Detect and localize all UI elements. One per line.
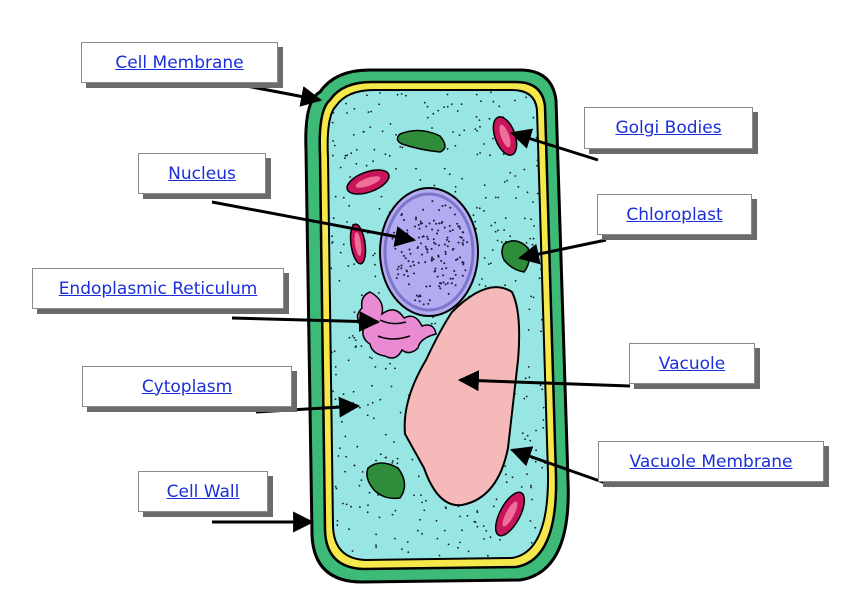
- label-endoplasmic-reticulum[interactable]: Endoplasmic Reticulum: [32, 268, 284, 309]
- arrow-cytoplasm: [255, 396, 361, 418]
- label-chloroplast[interactable]: Chloroplast: [597, 194, 752, 235]
- label-vacuole-membrane-text: Vacuole Membrane: [629, 451, 793, 472]
- chloroplast-3: [366, 462, 406, 500]
- label-cytoplasm-text: Cytoplasm: [141, 376, 233, 397]
- label-vacuole-text: Vacuole: [658, 353, 726, 374]
- arrow-vacuole: [457, 370, 631, 392]
- arrow-nucleus: [211, 200, 417, 247]
- label-nucleus-text: Nucleus: [168, 163, 236, 184]
- nucleolus-granules: [391, 200, 469, 306]
- vacuole: [403, 286, 521, 507]
- arrow-chloroplast: [517, 238, 607, 265]
- golgi-body-4: [494, 491, 526, 537]
- chloroplast-1: [396, 129, 446, 153]
- label-nucleus[interactable]: Nucleus: [138, 153, 266, 194]
- arrow-golgi-bodies: [509, 128, 599, 162]
- label-endoplasmic-reticulum-text: Endoplasmic Reticulum: [58, 278, 258, 299]
- label-cytoplasm[interactable]: Cytoplasm: [82, 366, 292, 407]
- arrow-endoplasmic-reticulum: [231, 310, 381, 332]
- label-vacuole[interactable]: Vacuole: [629, 343, 755, 384]
- label-cell-wall-text: Cell Wall: [166, 481, 240, 502]
- arrow-vacuole-membrane: [510, 446, 615, 488]
- nucleus: [379, 187, 479, 317]
- label-cell-membrane-text: Cell Membrane: [115, 52, 244, 73]
- label-vacuole-membrane[interactable]: Vacuole Membrane: [598, 441, 824, 482]
- golgi-body-2: [346, 169, 390, 195]
- label-cell-wall[interactable]: Cell Wall: [138, 471, 268, 512]
- label-golgi-bodies-text: Golgi Bodies: [615, 118, 722, 138]
- golgi-body-3: [349, 223, 367, 265]
- label-golgi-bodies[interactable]: Golgi Bodies: [584, 107, 753, 149]
- arrow-cell-membrane: [235, 82, 323, 107]
- nucleus-membrane: [383, 192, 475, 312]
- label-cell-membrane[interactable]: Cell Membrane: [81, 42, 278, 83]
- label-chloroplast-text: Chloroplast: [626, 204, 723, 225]
